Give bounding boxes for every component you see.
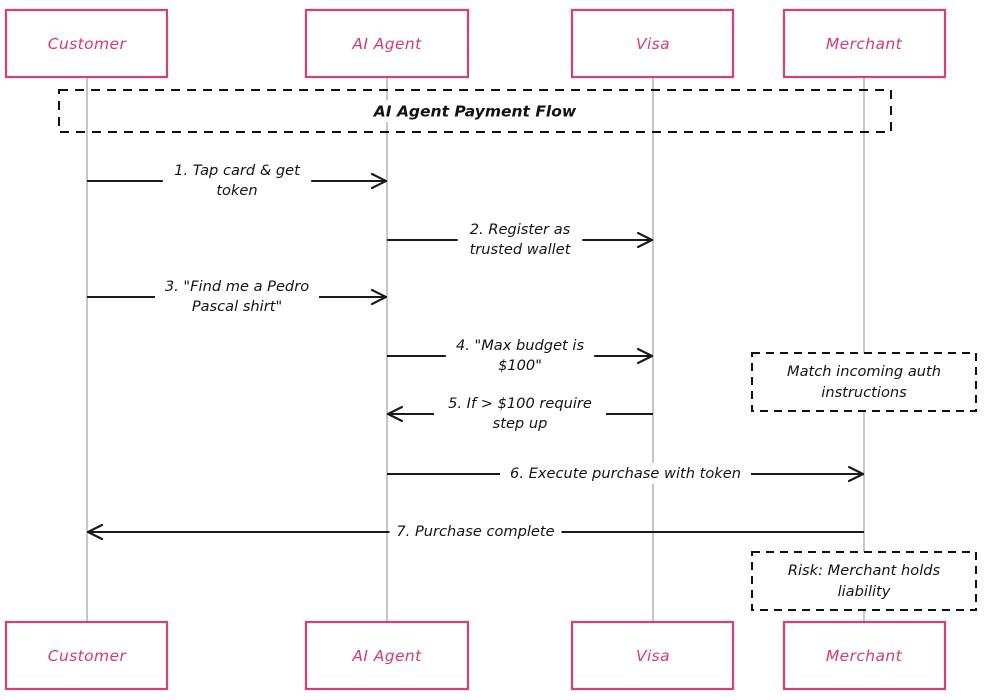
message-label-5: 5. If > $100 require bbox=[448, 395, 592, 412]
message-label-7: 7. Purchase complete bbox=[396, 523, 554, 540]
participant-box-visa bbox=[570, 8, 735, 79]
note-match-auth-text: instructions bbox=[821, 384, 907, 401]
participant-agent[interactable]: AI Agent bbox=[304, 8, 470, 79]
message-label-2: 2. Register as bbox=[470, 221, 571, 238]
participant-box-merchant-bottom bbox=[782, 620, 947, 691]
message-label-backdrop-3 bbox=[154, 276, 320, 316]
message-label-6: 6. Execute purchase with token bbox=[510, 465, 741, 482]
participant-merchant-bottom[interactable]: Merchant bbox=[782, 620, 947, 691]
messages-layer: 1. Tap card & get token 2. Register as trus… bbox=[86, 160, 865, 542]
participant-agent-bottom[interactable]: AI Agent bbox=[304, 620, 470, 691]
message-arrowhead-5 bbox=[386, 405, 404, 423]
participant-box-visa-bottom bbox=[570, 620, 735, 691]
participant-label-customer: Customer bbox=[48, 35, 128, 53]
participant-label-merchant-bottom: Merchant bbox=[826, 647, 903, 665]
message-label-backdrop-7 bbox=[389, 521, 562, 542]
message-arrowhead-2 bbox=[636, 231, 654, 249]
note-risk-text: Risk: Merchant holds bbox=[788, 562, 941, 579]
note-match-auth-box bbox=[751, 352, 977, 412]
message-arrowhead-3 bbox=[370, 288, 388, 306]
participant-visa[interactable]: Visa bbox=[570, 8, 735, 79]
message-label-backdrop-6 bbox=[500, 463, 751, 484]
participant-visa-bottom[interactable]: Visa bbox=[570, 620, 735, 691]
message-label-2: trusted wallet bbox=[470, 241, 572, 258]
participant-merchant[interactable]: Merchant bbox=[782, 8, 947, 79]
message-label-backdrop-4 bbox=[445, 335, 595, 375]
message-arrowhead-6 bbox=[847, 465, 865, 483]
note-risk-text: liability bbox=[838, 583, 891, 600]
fragment-layer: AI Agent Payment Flow bbox=[58, 89, 892, 133]
message-label-backdrop-2 bbox=[457, 219, 583, 259]
participant-box-agent bbox=[304, 8, 470, 79]
message-label-5: step up bbox=[493, 415, 548, 432]
participant-label-merchant: Merchant bbox=[826, 35, 903, 53]
message-arrowhead-4 bbox=[636, 347, 654, 365]
participant-box-customer-bottom bbox=[4, 620, 169, 691]
participant-label-customer-bottom: Customer bbox=[48, 647, 128, 665]
message-label-backdrop-5 bbox=[434, 393, 606, 433]
participant-label-agent: AI Agent bbox=[351, 35, 422, 53]
message-1[interactable]: 1. Tap card & get token bbox=[87, 160, 388, 200]
message-4[interactable]: 4. "Max budget is $100" bbox=[387, 335, 654, 375]
message-2[interactable]: 2. Register as trusted wallet bbox=[387, 219, 654, 259]
message-label-3: Pascal shirt" bbox=[192, 298, 282, 315]
note-risk: Risk: Merchant holds liability bbox=[751, 551, 977, 611]
message-label-backdrop-1 bbox=[162, 160, 312, 200]
fragment-label: AI Agent Payment Flow bbox=[373, 103, 577, 121]
message-7[interactable]: 7. Purchase complete bbox=[86, 521, 864, 542]
footer-participants-layer: Customer AI Agent Visa Merchant bbox=[4, 620, 947, 691]
note-risk-box bbox=[751, 551, 977, 611]
participant-box-agent-bottom bbox=[304, 620, 470, 691]
message-6[interactable]: 6. Execute purchase with token bbox=[387, 463, 865, 484]
participant-label-visa-bottom: Visa bbox=[636, 647, 670, 665]
participant-box-customer bbox=[4, 8, 169, 79]
participant-box-merchant bbox=[782, 8, 947, 79]
message-label-1: 1. Tap card & get bbox=[174, 162, 301, 179]
participants-layer: Customer AI Agent Visa Merchant bbox=[4, 8, 947, 79]
message-arrowhead-1 bbox=[370, 172, 388, 190]
message-label-3: 3. "Find me a Pedro bbox=[165, 278, 309, 295]
note-match-auth: Match incoming auth instructions bbox=[751, 352, 977, 412]
fragment-box bbox=[58, 89, 892, 133]
message-label-1: token bbox=[216, 182, 257, 199]
message-5[interactable]: 5. If > $100 require step up bbox=[386, 393, 653, 433]
participant-label-agent-bottom: AI Agent bbox=[351, 647, 422, 665]
fragment-label-backdrop bbox=[378, 100, 572, 122]
participant-customer-bottom[interactable]: Customer bbox=[4, 620, 169, 691]
message-label-4: $100" bbox=[498, 357, 542, 374]
participant-label-visa: Visa bbox=[636, 35, 670, 53]
note-match-auth-text: Match incoming auth bbox=[787, 363, 941, 380]
participant-customer[interactable]: Customer bbox=[4, 8, 169, 79]
message-label-4: 4. "Max budget is bbox=[456, 337, 585, 354]
message-arrowhead-7 bbox=[86, 523, 104, 541]
